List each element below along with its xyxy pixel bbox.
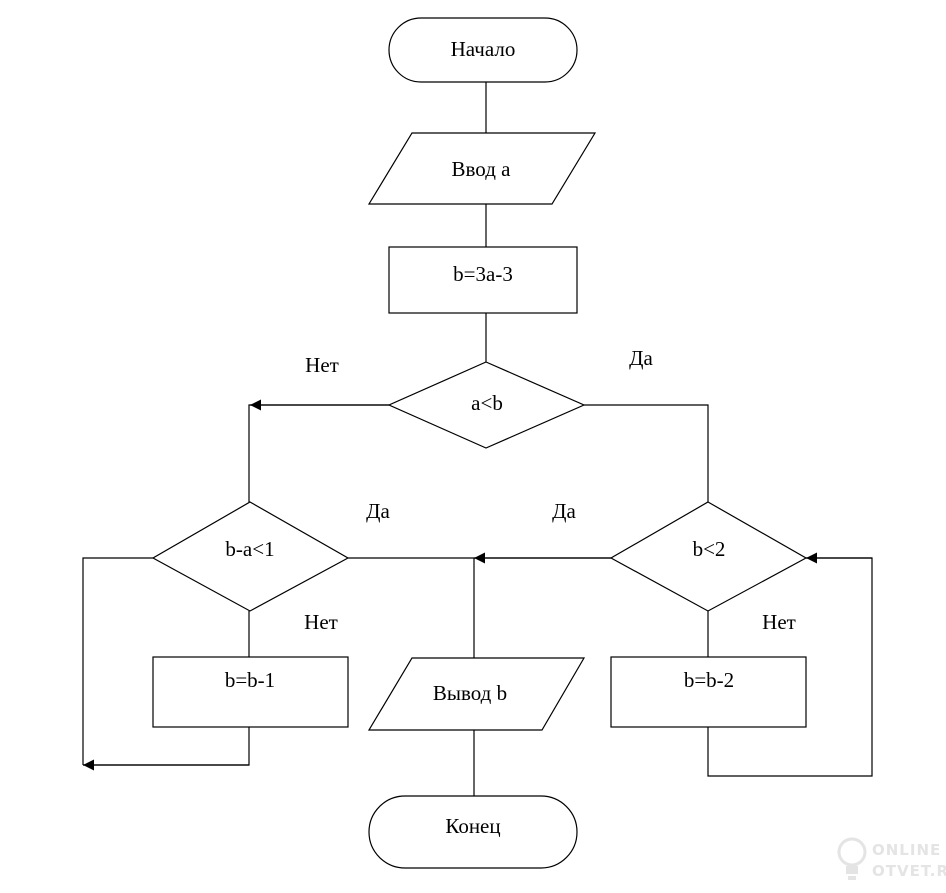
edge-cond-no: [248, 404, 389, 502]
decision-a-lt-b: [387, 361, 586, 449]
dec-b-1-label: b=b-1: [225, 668, 275, 692]
assign-process: [388, 246, 578, 314]
edge-left-loop-bottom: [83, 727, 250, 766]
edge-label-no-left: Нет: [304, 610, 338, 634]
decision-b-lt-2: [609, 501, 808, 612]
lightbulb-icon: [837, 837, 867, 880]
dec-b-2-label: b=b-2: [684, 668, 734, 692]
edge-label-yes-top: Да: [629, 346, 653, 370]
watermark: ONLINE OTVET.RU: [837, 837, 946, 880]
end-terminator: [368, 795, 578, 869]
watermark-line1: ONLINE: [872, 841, 941, 859]
edge-label-no-right: Нет: [762, 610, 796, 634]
input-parallelogram: [367, 132, 597, 205]
watermark-line2: OTVET.RU: [872, 862, 946, 880]
start-label: Начало: [451, 37, 516, 61]
edge-label-yes-right: Да: [552, 499, 576, 523]
edge-label-yes-left: Да: [366, 499, 390, 523]
input-label: Ввод a: [452, 157, 512, 181]
end-label: Конец: [445, 814, 500, 838]
output-parallelogram: [367, 657, 586, 731]
assign-label: b=3a-3: [453, 262, 513, 286]
cond-b-lt-2-label: b<2: [693, 537, 726, 561]
process-b-minus-1: [152, 656, 349, 728]
process-b-minus-2: [610, 656, 807, 728]
edge-cond-yes: [584, 404, 709, 502]
edge-label-no-top: Нет: [305, 353, 339, 377]
output-label: Вывод b: [433, 681, 507, 705]
cond-a-lt-b-label: a<b: [471, 391, 503, 415]
start-terminator: [388, 17, 578, 83]
cond-b-minus-a-label: b-a<1: [225, 537, 274, 561]
edge-left-loop-side: [82, 557, 153, 765]
decision-b-minus-a: [151, 501, 350, 612]
